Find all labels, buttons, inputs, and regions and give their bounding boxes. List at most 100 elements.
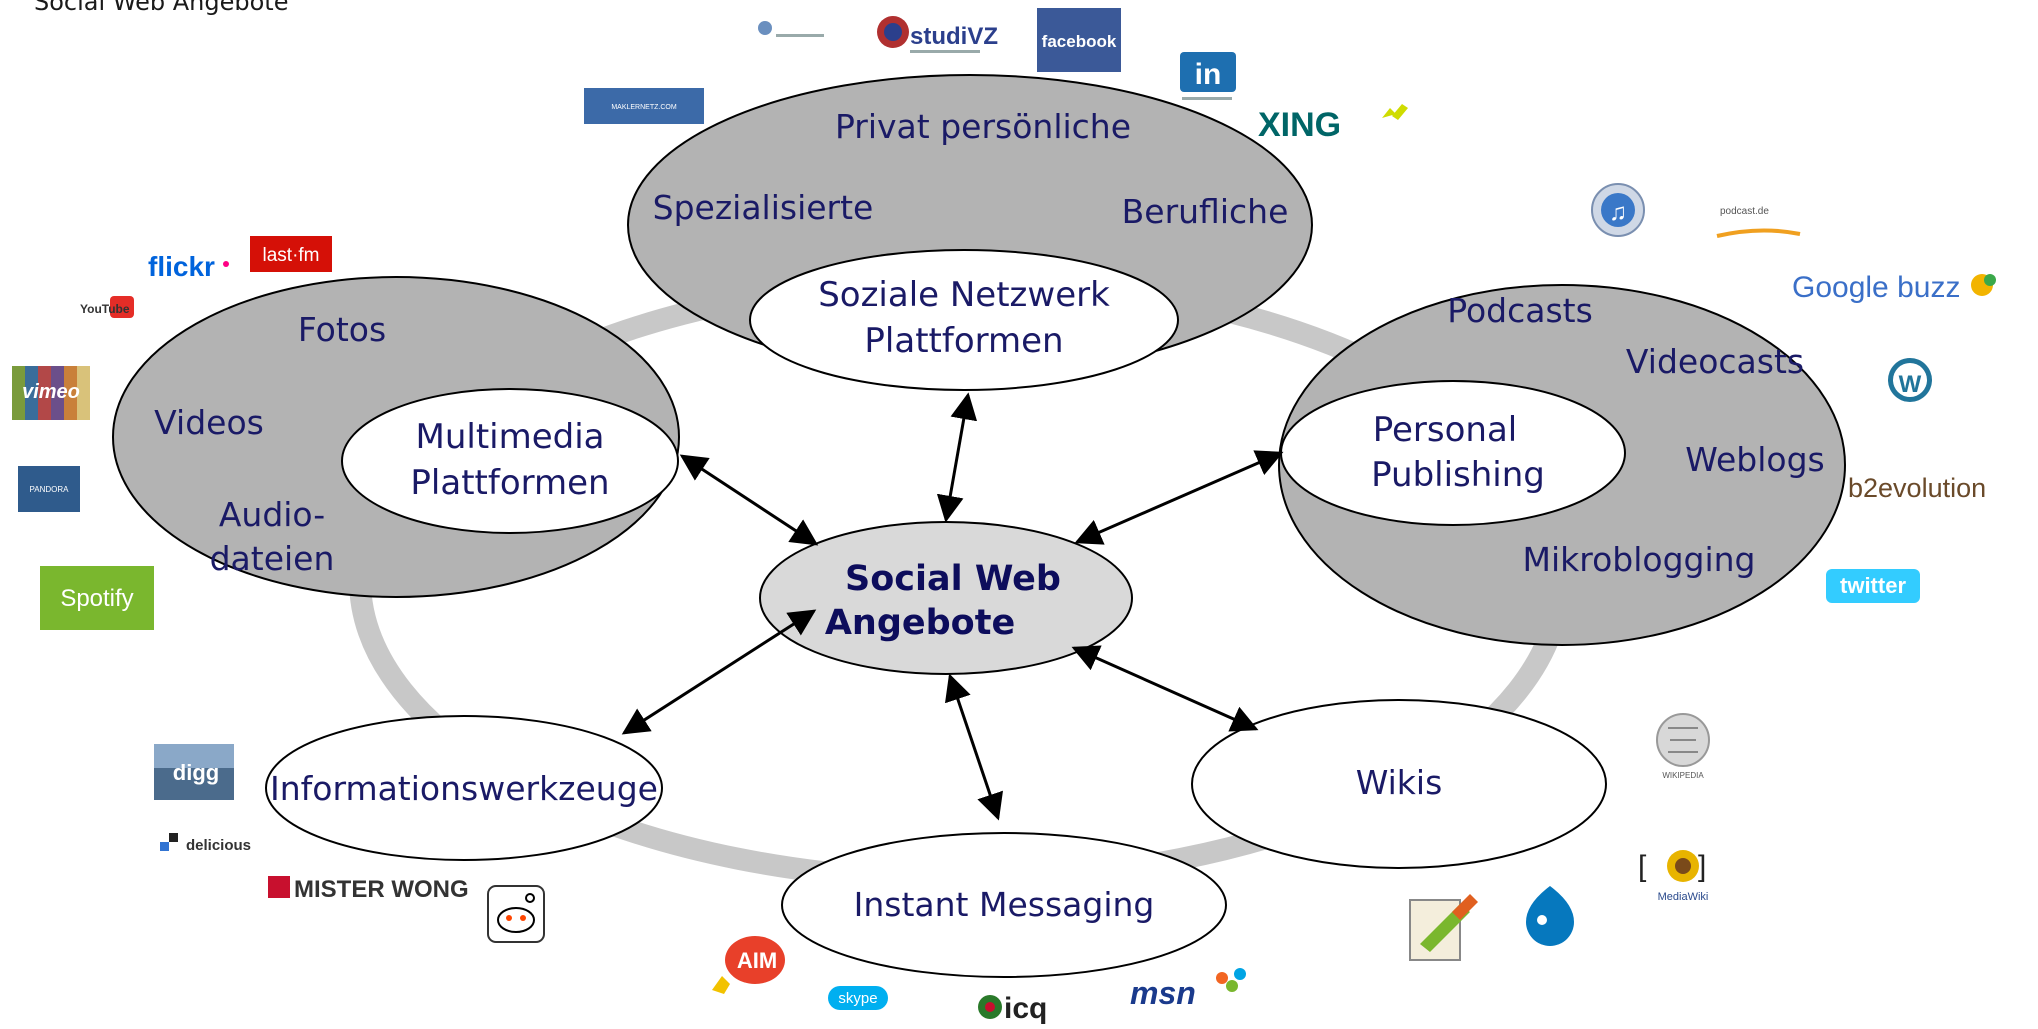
icq-logo-text: icq — [1004, 992, 1047, 1025]
mediawiki-logo-text: MediaWiki — [1658, 891, 1709, 903]
reddit-logo — [487, 885, 545, 943]
wiki-edit-logo — [1409, 894, 1478, 961]
lastfm-logo: last·fm — [250, 236, 332, 272]
flickr-logo-text: flickr — [148, 251, 215, 282]
connectors — [621, 392, 1284, 821]
multimedia-cluster: Multimedia Plattformen Fotos Videos Audi… — [112, 276, 680, 598]
itunes-note-icon: ♫ — [1609, 199, 1627, 226]
xing-logo-text: XING — [1258, 106, 1341, 144]
spotify-logo: Spotify — [40, 566, 154, 630]
digg-logo: digg — [154, 744, 234, 800]
multimedia-item-photos: Fotos — [298, 310, 386, 349]
delicious-logo-text: delicious — [186, 837, 251, 854]
publishing-item-weblogs: Weblogs — [1685, 440, 1824, 479]
flickr-logo: flickr — [148, 251, 229, 282]
podcast-logo: podcast.de — [1716, 206, 1801, 238]
skype-logo-text: skype — [838, 990, 877, 1007]
mediawiki-bracket-right-icon: ] — [1698, 850, 1706, 883]
delicious-logo: delicious — [160, 833, 251, 854]
social-network-cluster: Soziale Netzwerk Plattformen Privat pers… — [627, 74, 1313, 391]
b2evolution-logo-text: b2evolution — [1848, 473, 1986, 503]
publishing-cluster: Personal Publishing Podcasts Videocasts … — [1278, 284, 1846, 646]
multimedia-inner-line1: Multimedia — [415, 417, 604, 457]
mediawiki-bracket-left-icon: [ — [1638, 850, 1647, 883]
wikis-node: Wikis — [1191, 699, 1607, 869]
skype-logo: skype — [828, 986, 888, 1010]
instant-messaging-node: Instant Messaging — [781, 832, 1227, 978]
arrow-center-wikis — [1071, 645, 1259, 732]
spotify-logo-text: Spotify — [60, 585, 133, 612]
youtube-logo: YouTube — [78, 296, 134, 318]
social-network-inner-line2: Plattformen — [864, 321, 1063, 361]
msn-logo: msn — [1130, 968, 1246, 1011]
logos: studiVZ facebook in XING MAKLERNETZ.COM … — [12, 8, 1996, 1025]
twitter-logo-text: twitter — [1840, 573, 1906, 598]
maklernetz-logo-text: MAKLERNETZ.COM — [611, 104, 677, 111]
vimeo-logo-text: vimeo — [22, 381, 80, 403]
wikis-label: Wikis — [1356, 763, 1443, 802]
publishing-item-podcasts: Podcasts — [1447, 291, 1593, 330]
instant-messaging-ellipse[interactable] — [781, 832, 1227, 978]
multimedia-inner-ellipse[interactable] — [341, 388, 679, 534]
wikis-ellipse[interactable] — [1191, 699, 1607, 869]
arrow-center-publishing — [1074, 450, 1284, 545]
facebook-logo: facebook — [1037, 8, 1121, 72]
google-buzz-logo: Google buzz — [1792, 271, 1996, 304]
google-buzz-logo-text: Google buzz — [1792, 271, 1960, 304]
wordpress-w-icon: W — [1899, 371, 1922, 398]
center-node: Social Web Angebote — [759, 521, 1133, 675]
publishing-inner-line2: Publishing — [1371, 455, 1545, 495]
youtube-logo-text: YouTube — [80, 302, 130, 316]
wikipedia-logo-text: WIKIPEDIA — [1662, 771, 1704, 780]
arrow-center-information — [621, 609, 817, 735]
multimedia-item-videos: Videos — [154, 403, 264, 442]
social-network-inner-line1: Soziale Netzwerk — [818, 275, 1110, 315]
b2evolution-logo: b2evolution — [1848, 473, 1986, 503]
arrow-center-messaging — [944, 673, 1004, 821]
maklernetz-logo: MAKLERNETZ.COM — [584, 88, 704, 124]
social-network-item-professional: Berufliche — [1122, 192, 1289, 231]
facebook-logo-text: facebook — [1042, 32, 1117, 51]
wordpress-logo: W — [1888, 358, 1932, 402]
information-tools-node: Informationswerkzeuge — [265, 715, 663, 861]
aim-logo: AIM — [712, 936, 785, 994]
podcast-logo-text: podcast.de — [1720, 206, 1769, 217]
publishing-inner-ellipse[interactable] — [1280, 380, 1626, 526]
information-tools-label: Informationswerkzeuge — [270, 769, 658, 808]
vimeo-logo: vimeo — [12, 366, 90, 420]
publishing-item-microblogging: Mikroblogging — [1522, 540, 1755, 579]
instant-messaging-label: Instant Messaging — [854, 885, 1155, 924]
center-line1: Social Web — [845, 559, 1061, 599]
wikipedia-logo: WIKIPEDIA — [1656, 713, 1710, 780]
publishing-inner-line1: Personal — [1373, 410, 1518, 450]
itunes-logo: ♫ — [1591, 183, 1645, 237]
arrow-center-social — [936, 392, 978, 523]
linkedin-logo: in — [1180, 52, 1236, 100]
mediawiki-logo: [ ] MediaWiki — [1638, 850, 1708, 903]
studivz-logo-text: studiVZ — [910, 23, 998, 50]
publishing-item-videocasts: Videocasts — [1626, 342, 1804, 381]
mister-wong-logo-text: MISTER WONG — [294, 876, 469, 903]
multimedia-item-audio: Audio- — [219, 495, 325, 534]
mister-wong-logo: MISTER WONG — [268, 876, 469, 903]
social-network-item-specialized: Spezialisierte — [653, 188, 874, 227]
network-small-logo — [758, 21, 824, 37]
multimedia-item-files: dateien — [210, 539, 335, 578]
social-network-item-private: Privat persönliche — [835, 107, 1131, 146]
studivz-logo: studiVZ — [877, 16, 998, 53]
page-title: Social Web Angebote — [34, 0, 289, 16]
pandora-logo-text: PANDORA — [30, 485, 70, 494]
information-tools-ellipse[interactable] — [265, 715, 663, 861]
xing-logo: XING — [1258, 104, 1408, 144]
msn-logo-text: msn — [1130, 975, 1196, 1011]
center-line2: Angebote — [825, 603, 1015, 643]
multimedia-inner-line2: Plattformen — [410, 463, 609, 503]
drupal-logo — [1526, 886, 1574, 946]
linkedin-logo-text: in — [1195, 58, 1222, 91]
social-network-inner-ellipse[interactable] — [749, 249, 1179, 391]
arrow-center-multimedia — [679, 454, 819, 546]
twitter-logo: twitter — [1826, 569, 1920, 603]
aim-logo-text: AIM — [737, 948, 777, 973]
digg-logo-text: digg — [173, 760, 219, 785]
